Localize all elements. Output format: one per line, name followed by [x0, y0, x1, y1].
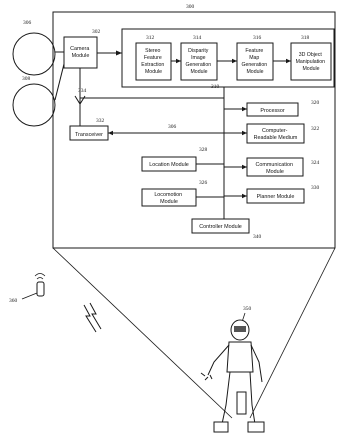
camera-a — [12, 32, 56, 76]
ref-controller: 340 — [253, 234, 262, 240]
object-manip-module — [290, 42, 332, 81]
ref-location: 328 — [199, 147, 208, 153]
ref-transceiver: 332 — [96, 118, 105, 124]
robot-left-arm — [207, 344, 230, 376]
wireless-bolt-icon-2 — [89, 302, 102, 330]
projection-right — [249, 247, 336, 419]
arrow-feature-manip — [286, 58, 291, 64]
stereo-module — [135, 42, 172, 81]
arrow-comm — [242, 164, 247, 170]
robot-right-leg — [249, 371, 256, 425]
robot-right-arm — [250, 344, 263, 383]
arrow-planner — [242, 193, 247, 199]
ref-remote: 360 — [9, 298, 18, 304]
arrow-transceiver — [108, 130, 113, 136]
ref-disparity: 314 — [193, 35, 202, 41]
processor-label: Processor — [260, 108, 284, 114]
wireless-bolt-icon — [83, 304, 97, 333]
robot-torso — [226, 341, 254, 373]
arrow-stereo-disparity — [176, 58, 181, 64]
stereo-module-label: Stereo Feature Extraction Module — [141, 48, 166, 75]
robot-figure — [200, 319, 265, 433]
projection-left — [52, 247, 233, 419]
feature-map-module-label: Feature Map Generation Module — [241, 48, 268, 75]
robot-tool — [236, 391, 247, 415]
controller-label: Controller Module — [199, 224, 242, 230]
ref-camera-a: 306 — [23, 20, 32, 26]
robot-left-foot — [213, 421, 229, 433]
object-manip-module-label: 3D Object Manipulation Module — [296, 52, 327, 72]
remote-signal-icon — [34, 273, 46, 280]
remote-device — [36, 281, 45, 297]
transceiver-label: Transceiver — [75, 132, 103, 138]
camera-b — [12, 83, 56, 127]
ref-camera-module: 302 — [92, 29, 101, 35]
ref-pipeline: 310 — [211, 84, 220, 90]
arrow-disparity-feature — [232, 58, 237, 64]
ref-locomotion: 326 — [199, 180, 208, 186]
ref-camera-b: 308 — [22, 76, 31, 82]
ref-antenna: 334 — [78, 88, 87, 94]
robot-left-hand — [200, 372, 213, 381]
camera-module-label: Camera Module — [70, 46, 91, 59]
remote-leader — [21, 292, 38, 300]
ref-bus: 306 — [168, 124, 177, 130]
comm-label: Communication Module — [256, 162, 295, 175]
ref-stereo: 312 — [146, 35, 155, 41]
location-label: Location Module — [149, 162, 189, 168]
disparity-module-label: Disparity Image Generation Module — [185, 48, 212, 75]
locomotion-label: Locomotion Module — [154, 192, 183, 205]
arrow-crm — [242, 130, 247, 136]
robot-right-foot — [247, 421, 265, 433]
ref-comm: 324 — [311, 160, 320, 166]
bus-arrows — [108, 106, 247, 199]
ref-planner: 330 — [311, 185, 320, 191]
arrow-camera-pipeline — [116, 50, 122, 56]
ref-crm: 322 — [311, 126, 320, 132]
ref-object-manip: 318 — [301, 35, 310, 41]
ref-robot: 350 — [243, 306, 252, 312]
feature-map-module — [236, 42, 274, 81]
crm-label: Computer- Readable Medium — [254, 128, 298, 141]
ref-feature-map: 316 — [253, 35, 262, 41]
robot-left-leg — [221, 371, 231, 425]
antenna — [74, 95, 86, 105]
controller-module — [191, 218, 250, 234]
arrow-processor — [242, 106, 247, 112]
ref-processor: 320 — [311, 100, 320, 106]
robot-visor — [234, 326, 246, 332]
link-camera-b — [54, 63, 65, 101]
planner-label: Planner Module — [257, 194, 295, 200]
ref-device: 300 — [186, 4, 195, 10]
